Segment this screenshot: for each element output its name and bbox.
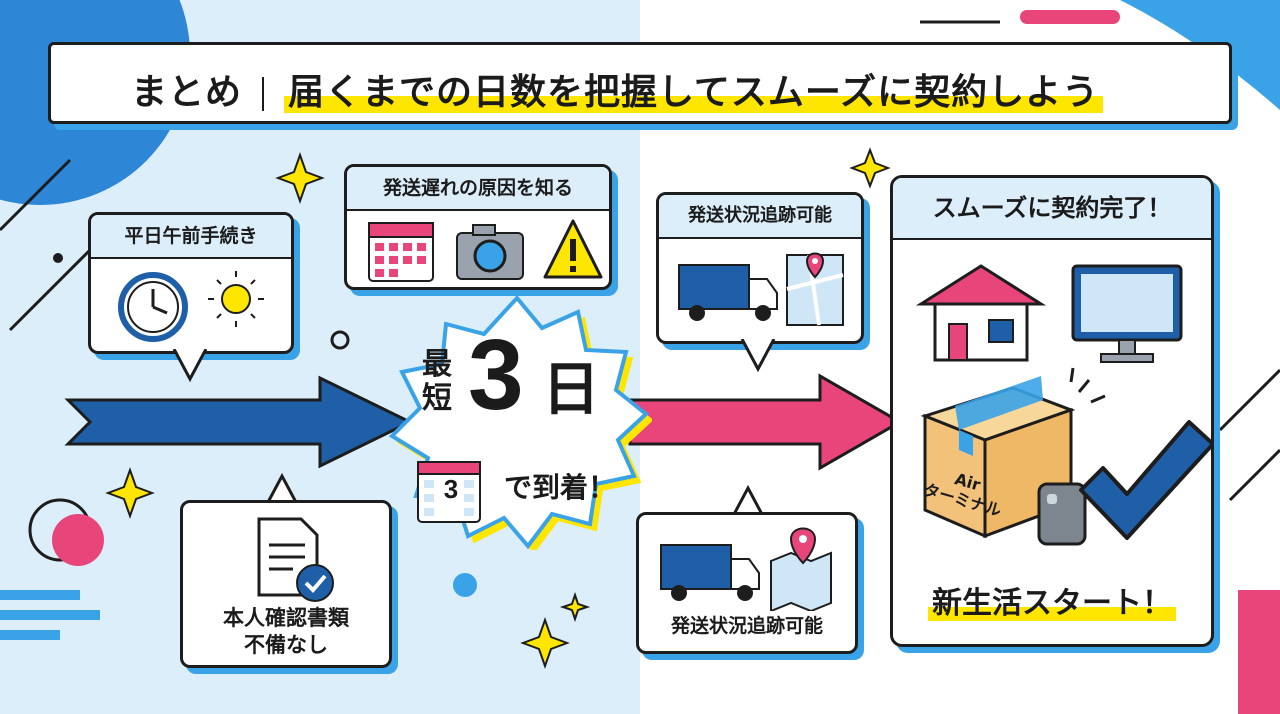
title-prefix: まとめ [131,72,243,113]
badge-prefix-bottom: 短 [422,381,452,416]
deco-dot-black [53,253,63,263]
final-head: スムーズに契約完了！ [893,178,1211,240]
deco-stripe1 [0,590,80,600]
router-icon [1037,482,1087,546]
deco-dot-pink [52,514,104,566]
sparkle-icon [105,466,155,520]
card-documents: 本人確認書類 不備なし [180,500,392,668]
checkmark-icon [1079,420,1211,540]
warning-icon [543,219,603,279]
house-icon [915,264,1047,362]
documents-line2: 不備なし [244,633,328,657]
clock-sun-icons [118,271,264,342]
deco-ring-small [330,330,350,350]
title-divider [262,77,265,111]
deco-shape-topright [1120,0,1280,110]
sparkle-icon [275,151,325,205]
sparkle-icon [849,147,891,189]
deco-stripe2 [0,610,100,620]
documents-label: 本人確認書類 不備なし [183,605,389,659]
arrow-pink [628,373,904,471]
deco-pill-topright [1020,10,1120,24]
final-illustration [915,264,1211,546]
title-main: 届くまでの日数を把握してスムーズに契約しよう [284,72,1104,113]
final-bottom: 新生活スタート！ [893,578,1211,622]
monitor-icon [1071,264,1183,363]
truck-icon [678,264,778,321]
badge-prefix-top: 最 [422,347,452,382]
documents-line1: 本人確認書類 [223,606,349,630]
badge-number: 3 [468,319,524,431]
tail-tracking-top [740,339,776,373]
truck-icon [660,544,760,601]
sparkle-icon [520,616,570,670]
deco-line-right2 [1228,448,1280,502]
deco-dot-blue [453,573,477,597]
tail-tracking-bottom [730,484,766,518]
calendar-icon [368,222,434,282]
tail-weekday [172,349,208,383]
document-icon [257,517,334,602]
card-tracking-bottom: 発送状況追跡可能 [636,512,858,654]
deco-line-right [1218,368,1280,432]
card-delay-head: 発送遅れの原因を知る [347,167,609,211]
badge-unit: 日 [542,355,601,423]
map-icon [786,252,844,326]
title-text: まとめ届くまでの日数を把握してスムーズに契約しよう [131,63,1104,115]
card-delay-cause: 発送遅れの原因を知る [344,164,612,290]
badge-suffix: で到着！ [504,471,617,504]
card-tracking-top: 発送状況追跡可能 [656,192,864,344]
arrow-blue [64,375,414,469]
final-bottom-text: 新生活スタート！ [928,586,1176,621]
calendar-3-icon [417,461,481,523]
card-weekday: 平日午前手続き [88,212,294,354]
delay-icons [368,219,603,282]
deco-line-left2 [8,248,92,332]
card-weekday-head: 平日午前手続き [91,215,291,259]
title-banner: まとめ届くまでの日数を把握してスムーズに契約しよう [48,42,1232,124]
truck-map-icons-bottom [660,527,832,611]
clock-icon [118,272,188,342]
card-tracking-top-head: 発送状況追跡可能 [659,195,861,239]
camera-icon [456,224,524,280]
card-final: スムーズに契約完了！ [890,175,1214,647]
deco-stripe3 [0,630,60,640]
check-circle-icon [296,564,334,602]
deco-block-pink [1238,590,1280,714]
sparkle-icon [559,591,591,623]
calendar-number: 3 [443,474,459,504]
center-badge: 最 短 3 日 3 で到着！ [382,290,654,554]
truck-map-icons [678,252,844,326]
tail-documents [264,472,300,506]
badge-prefix: 最 短 [422,348,452,416]
map-pin-icon [770,527,832,611]
deco-line-left [0,158,72,232]
sun-icon [208,271,264,327]
tracking-bottom-label: 発送状況追跡可能 [670,615,823,637]
